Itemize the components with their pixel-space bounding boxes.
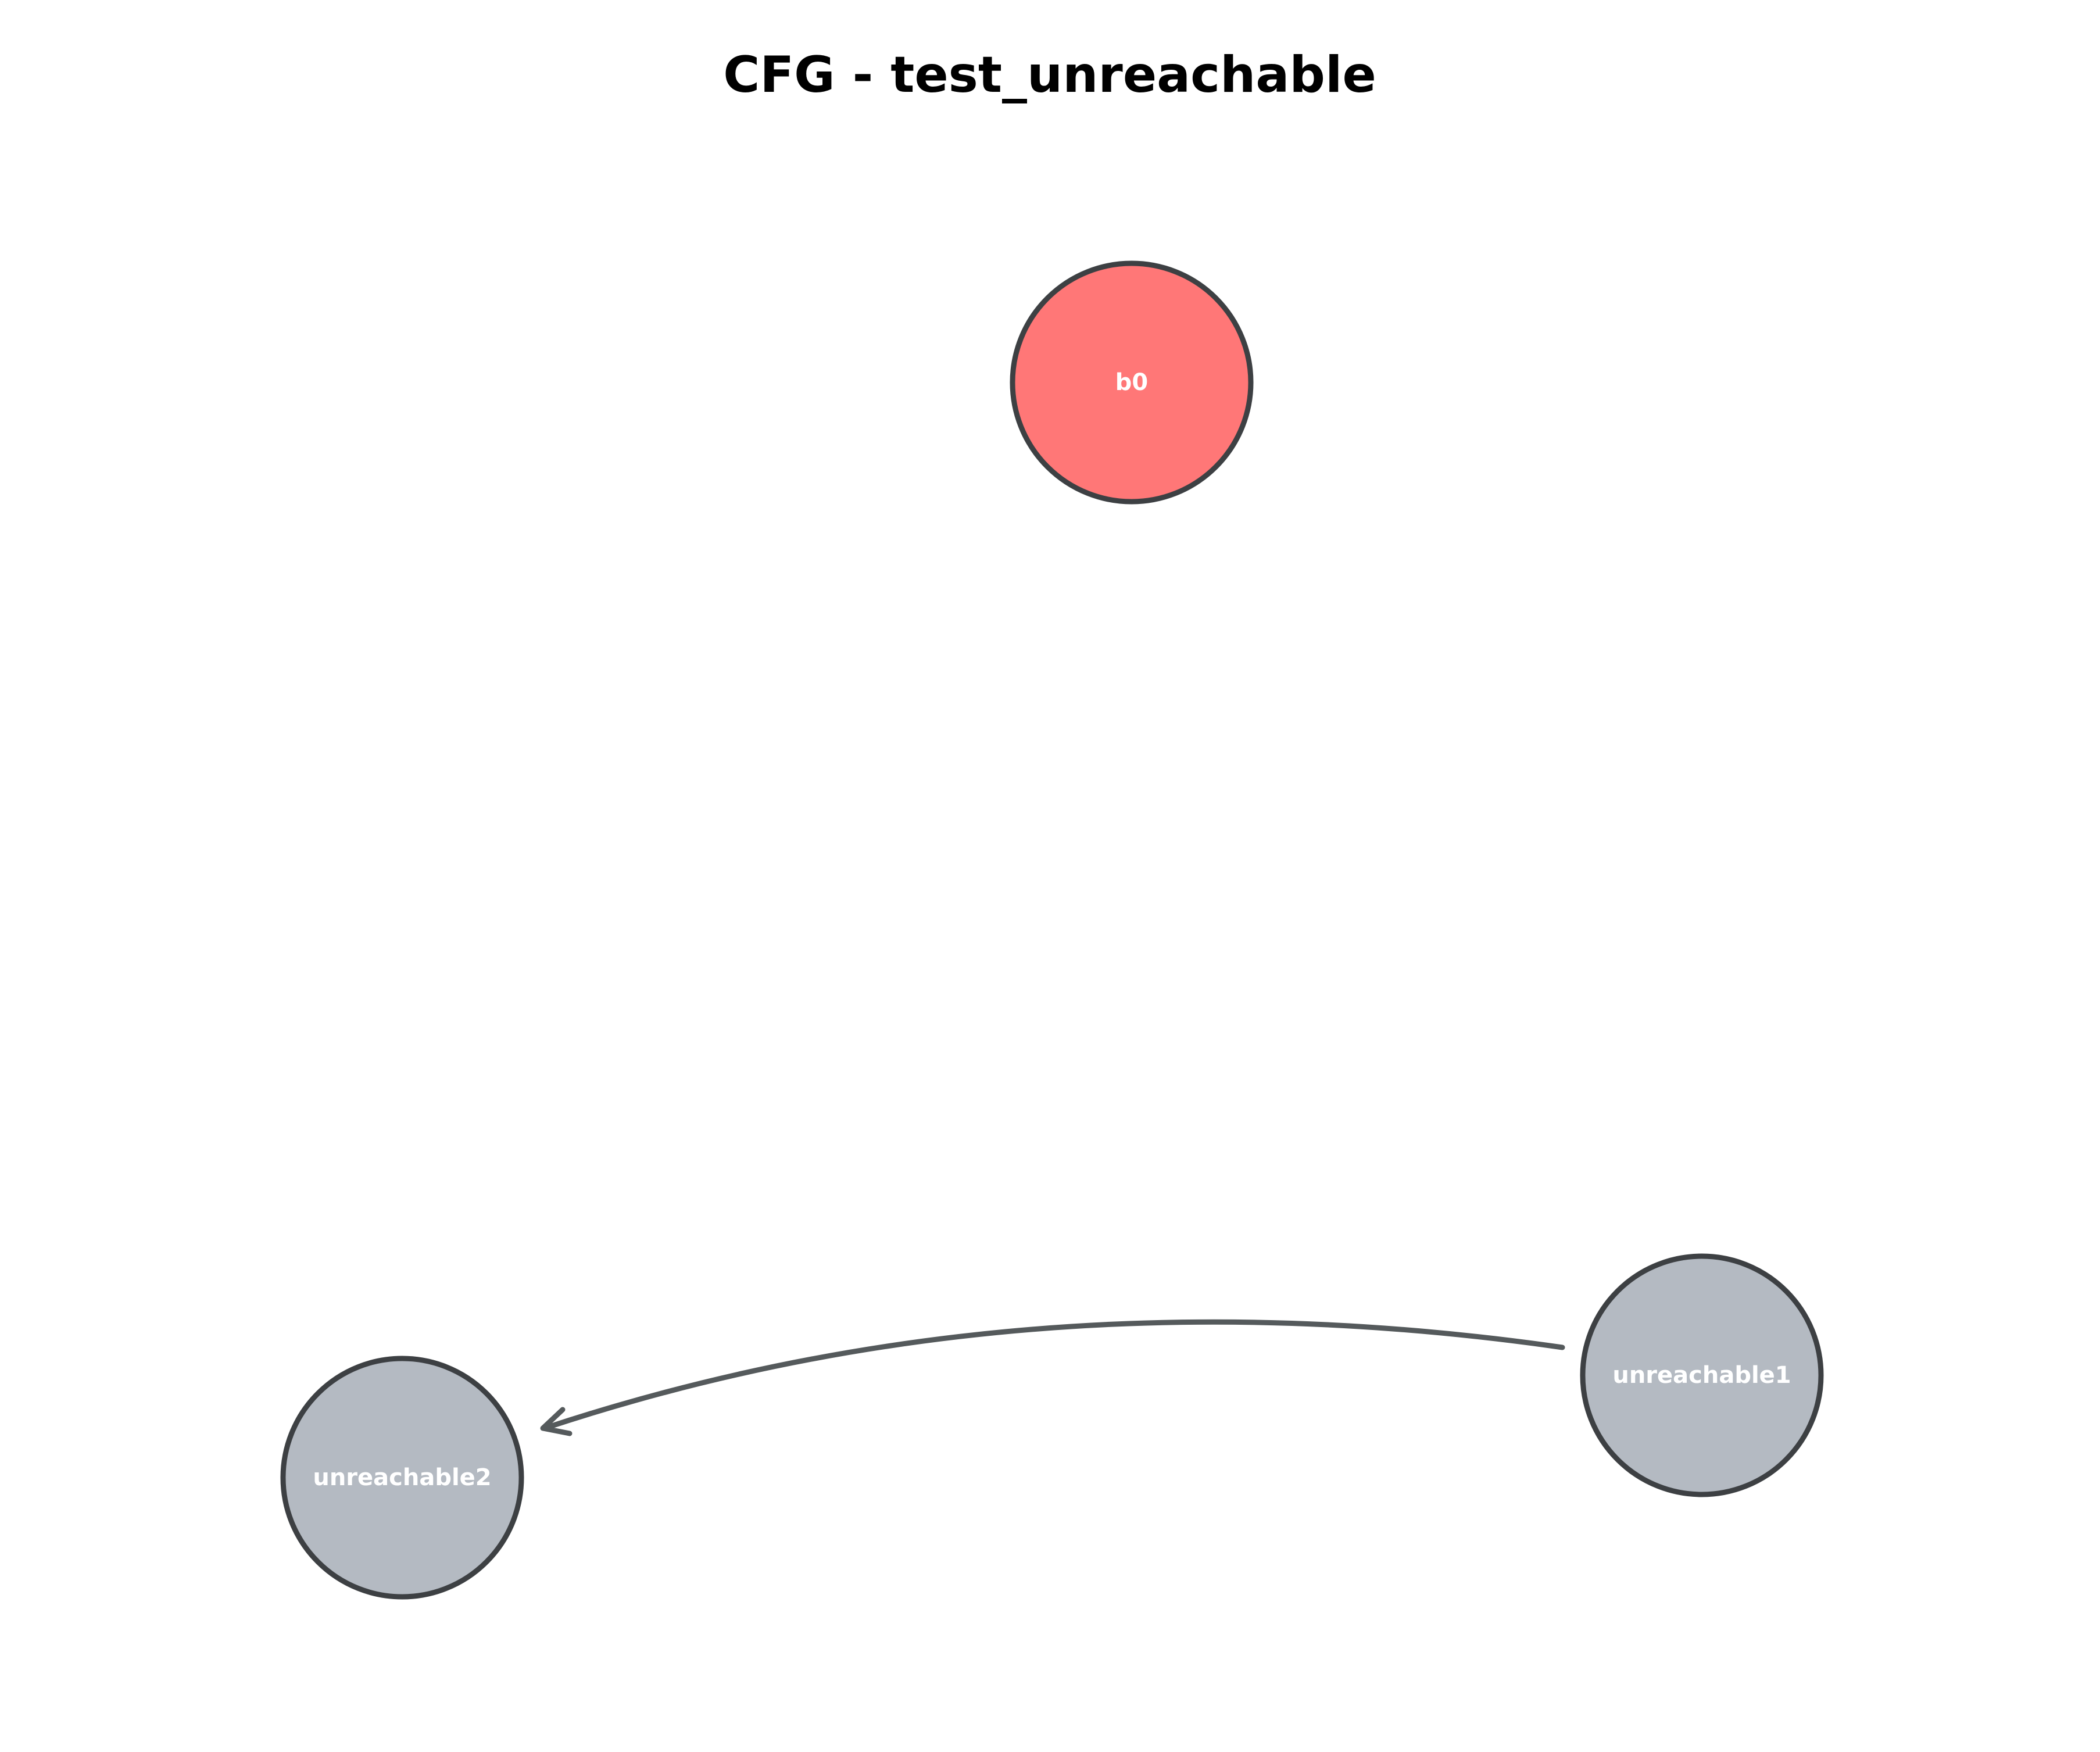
node-b0[interactable]: b0: [1010, 260, 1254, 505]
diagram-title: CFG - test_unreachable: [723, 46, 1376, 104]
node-unreachable1-label: unreachable1: [1612, 1362, 1791, 1389]
node-unreachable2[interactable]: unreachable2: [280, 1356, 524, 1600]
node-b0-label: b0: [1115, 369, 1148, 396]
node-unreachable1-circle: [1580, 1253, 1824, 1497]
node-unreachable1[interactable]: unreachable1: [1580, 1253, 1824, 1497]
node-b0-circle: [1010, 260, 1254, 505]
node-unreachable2-label: unreachable2: [313, 1464, 491, 1491]
node-unreachable2-circle: [280, 1356, 524, 1600]
edge-curve: [543, 1319, 1565, 1431]
edge-unreachable1-to-unreachable2: [540, 1319, 1565, 1436]
edge-arrowhead: [540, 1407, 573, 1436]
